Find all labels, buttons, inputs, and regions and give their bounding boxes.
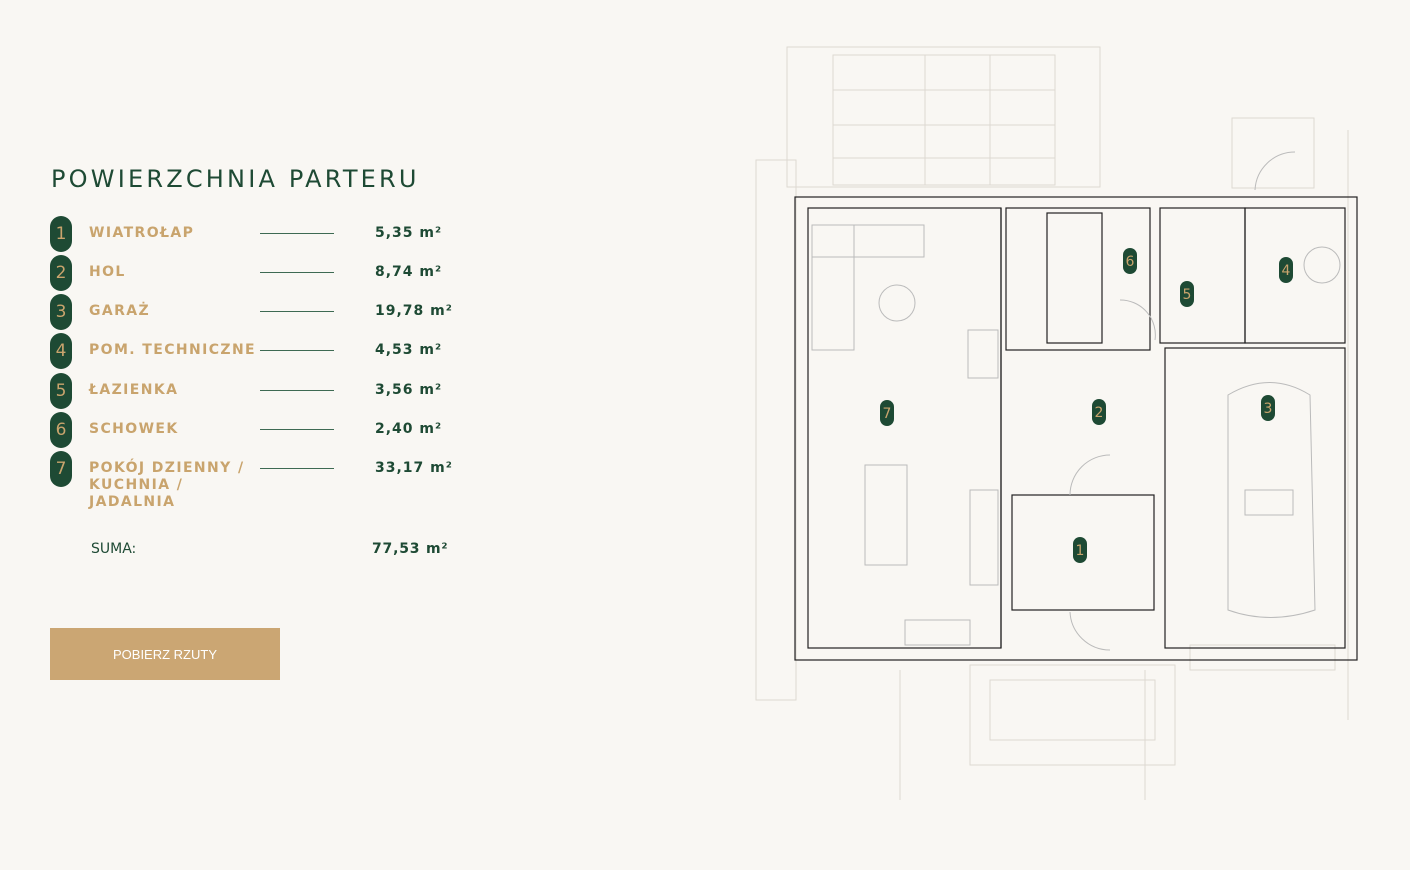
plan-marker-7 [880,400,894,426]
page-title: POWIERZCHNIA PARTERU [51,165,420,193]
plan-walls [794,196,1358,661]
room-row: 5 ŁAZIENKA 3,56 m² [50,373,470,409]
plan-marker-2 [1092,399,1106,425]
room-number-badge: 1 [50,216,72,252]
room-name: POKÓJ DZIENNY / KUCHNIA / JADALNIA [89,460,245,510]
plan-marker-label: 3 [1264,401,1273,417]
sum-label: SUMA: [91,541,137,557]
plan-marker-6 [1123,248,1137,274]
divider-line [260,429,334,430]
divider-line [260,390,334,391]
plan-marker-label: 2 [1095,405,1104,421]
plan-marker-label: 6 [1126,254,1135,270]
download-plans-button[interactable]: POBIERZ RZUTY [50,628,280,680]
plan-marker-label: 5 [1183,287,1192,303]
room-row: 4 POM. TECHNICZNE 4,53 m² [50,333,470,369]
divider-line [260,468,334,469]
divider-line [260,311,334,312]
room-number-badge: 4 [50,333,72,369]
plan-marker-label: 4 [1282,263,1291,279]
room-row: 6 SCHOWEK 2,40 m² [50,412,470,448]
room-area: 8,74 m² [375,264,443,280]
room-row: 3 GARAŻ 19,78 m² [50,294,470,330]
room-number-badge: 6 [50,412,72,448]
plan-marker-5 [1180,281,1194,307]
plan-marker-1 [1073,537,1087,563]
room-name: POM. TECHNICZNE [89,342,257,358]
room-area: 3,56 m² [375,382,443,398]
room-area: 19,78 m² [375,303,453,319]
room-area: 33,17 m² [375,460,453,476]
room-row: 7 POKÓJ DZIENNY / KUCHNIA / JADALNIA 33,… [50,451,470,510]
plan-surroundings [755,46,1349,800]
room-number-badge: 2 [50,255,72,291]
plan-furniture [811,151,1341,651]
room-number-badge: 7 [50,451,72,487]
room-name: HOL [89,264,126,280]
room-name: SCHOWEK [89,421,179,437]
plan-marker-4 [1279,257,1293,283]
room-row: 1 WIATROŁAP 5,35 m² [50,216,470,252]
divider-line [260,350,334,351]
divider-line [260,272,334,273]
room-markers: 1 2 3 4 5 6 7 [880,248,1293,563]
plan-wall-fills [795,197,1357,209]
room-area: 2,40 m² [375,421,443,437]
divider-line [260,233,334,234]
room-name: ŁAZIENKA [89,382,179,398]
room-name: GARAŻ [89,303,151,319]
room-number-badge: 5 [50,373,72,409]
plan-marker-label: 1 [1076,543,1085,559]
room-area: 5,35 m² [375,225,443,241]
room-name: WIATROŁAP [89,225,195,241]
plan-marker-3 [1261,395,1275,421]
room-row: 2 HOL 8,74 m² [50,255,470,291]
room-area: 4,53 m² [375,342,443,358]
sum-value: 77,53 m² [372,541,449,557]
room-number-badge: 3 [50,294,72,330]
plan-marker-label: 7 [883,406,892,422]
